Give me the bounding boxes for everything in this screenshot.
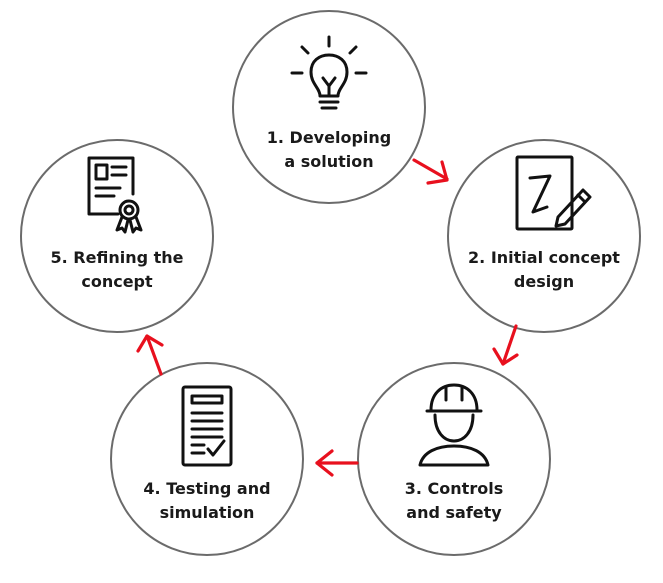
step-3-label-line2: and safety: [406, 503, 502, 522]
step-2-label-line1: 2. Initial concept: [468, 248, 620, 267]
step-4-node: 4. Testing and simulation: [110, 362, 304, 556]
lightbulb-icon: [290, 35, 368, 110]
step-5-label-line2: concept: [81, 272, 153, 291]
step-2-label-line2: design: [514, 272, 574, 291]
step-1-label-line1: 1. Developing: [267, 128, 391, 147]
drawing-pen-icon: [515, 155, 592, 231]
step-5-node: 5. Refining the concept: [20, 139, 214, 333]
step-3-circle: [357, 362, 551, 556]
arrow-1-to-2: [412, 158, 449, 185]
step-3-node: 3. Controls and safety: [357, 362, 551, 556]
step-4-label-line1: 4. Testing and: [143, 479, 270, 498]
step-4-circle: [110, 362, 304, 556]
step-1-label-line2: a solution: [284, 152, 373, 171]
step-4-label-line2: simulation: [160, 503, 255, 522]
certificate-icon: [87, 156, 143, 234]
arrow-3-to-4: [315, 449, 359, 477]
step-5-circle: [20, 139, 214, 333]
step-3-label-line1: 3. Controls: [405, 479, 503, 498]
step-2-circle: [447, 139, 641, 333]
hard-hat-worker-icon: [418, 383, 490, 467]
checklist-document-icon: [181, 385, 233, 467]
step-1-node: 1. Developing a solution: [232, 10, 426, 204]
step-5-label-line1: 5. Refining the: [51, 248, 184, 267]
cycle-arrows: [136, 158, 519, 477]
step-2-node: 2. Initial concept design: [447, 139, 641, 333]
arrow-2-to-3: [492, 324, 519, 366]
arrow-4-to-5: [136, 334, 164, 376]
